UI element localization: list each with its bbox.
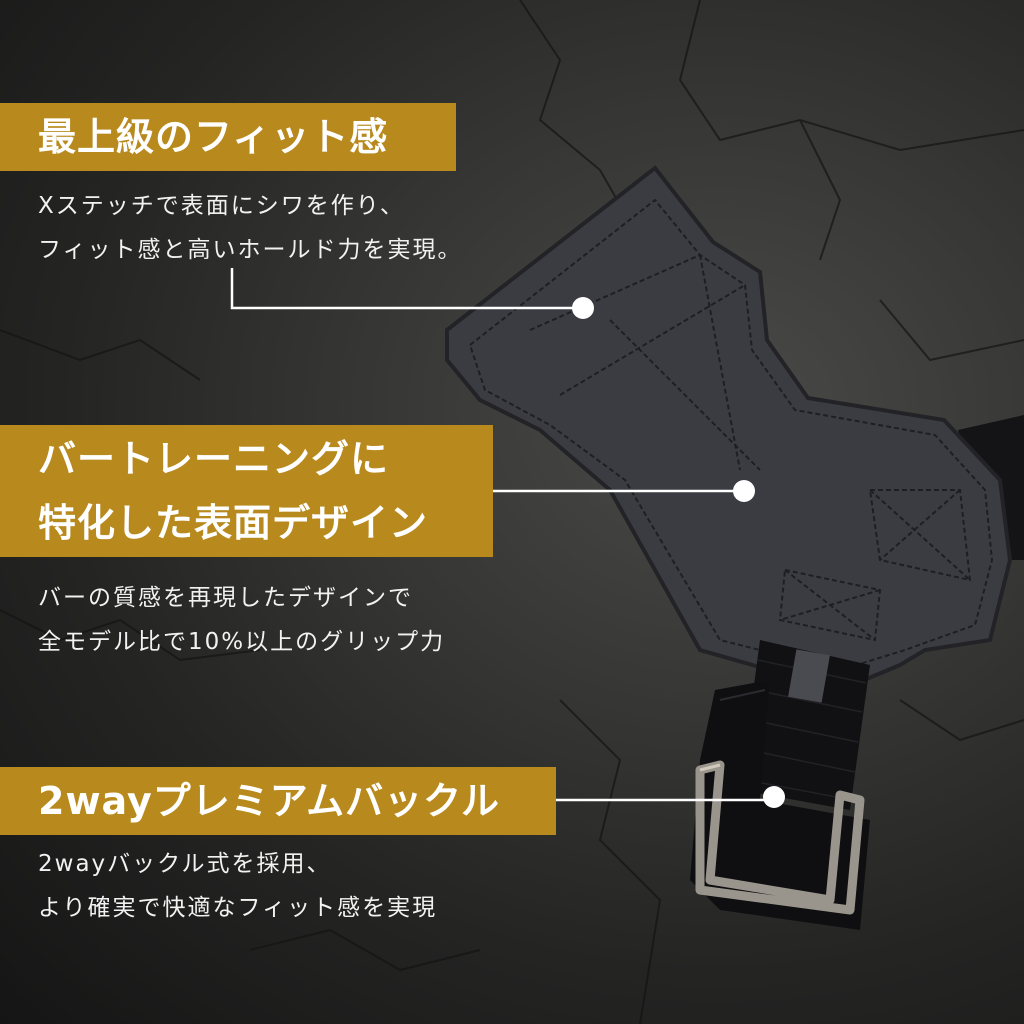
feature-heading-surface-line-2: 特化した表面デザイン: [38, 501, 429, 545]
size-tag: [788, 649, 830, 703]
metal-buckle: [695, 760, 865, 915]
feature-heading-fit-line: 最上級のフィット感: [38, 115, 389, 159]
grip-pad: [445, 165, 1013, 693]
feature-heading-surface: バートレーニングに 特化した表面デザイン: [0, 425, 493, 557]
strap: [740, 640, 870, 810]
feature-heading-surface-line-1: バートレーニングに: [38, 437, 390, 481]
feature-desc-buckle: 2wayバックル式を採用、 より確実で快適なフィット感を実現: [38, 842, 437, 930]
feature-heading-buckle-line: 2wayプレミアムバックル: [38, 779, 500, 823]
feature-desc-surface-line-2: 全モデル比で10%以上のグリップ力: [38, 629, 446, 655]
feature-desc-fit-line-1: Xステッチで表面にシワを作り、: [38, 193, 405, 219]
feature-desc-buckle-line-1: 2wayバックル式を採用、: [38, 851, 332, 877]
feature-desc-surface-line-1: バーの質感を再現したデザインで: [38, 585, 413, 611]
feature-desc-surface: バーの質感を再現したデザインで 全モデル比で10%以上のグリップ力: [38, 576, 445, 664]
feature-desc-buckle-line-2: より確実で快適なフィット感を実現: [38, 895, 438, 921]
feature-desc-fit-line-2: フィット感と高いホールド力を実現。: [38, 237, 463, 263]
feature-heading-buckle: 2wayプレミアムバックル: [0, 767, 556, 835]
feature-desc-fit: Xステッチで表面にシワを作り、 フィット感と高いホールド力を実現。: [38, 184, 463, 272]
feature-heading-fit: 最上級のフィット感: [0, 103, 456, 171]
